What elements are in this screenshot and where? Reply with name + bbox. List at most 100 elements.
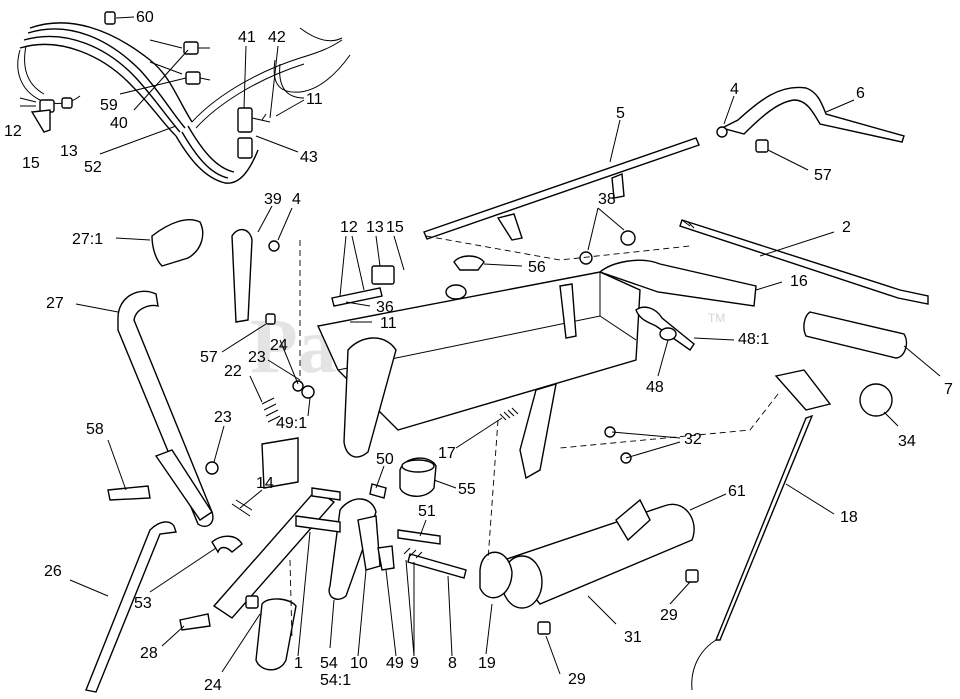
callout-15-mid: 15 [386, 219, 404, 236]
nut-24-icon [245, 595, 259, 609]
callout-labels: 60 41 42 11 43 12 59 40 15 13 52 5 4 6 5… [4, 9, 953, 694]
callout-49: 49 [386, 655, 404, 672]
leader-lines [69, 16, 941, 675]
plate-49-1 [261, 437, 299, 489]
callout-1: 1 [294, 655, 303, 672]
callout-14: 14 [256, 475, 274, 492]
callout-36: 36 [376, 299, 394, 316]
callout-4-mid: 4 [292, 191, 301, 208]
connector-43-icon [237, 137, 253, 159]
bracket-15-icon [30, 109, 51, 133]
callout-59: 59 [100, 97, 118, 114]
callout-57-left: 57 [200, 349, 218, 366]
bracket-39 [231, 229, 253, 323]
callout-13-mid: 13 [366, 219, 384, 236]
knob-34-icon [859, 383, 893, 417]
frame-upright-left [343, 337, 397, 458]
callout-51: 51 [418, 503, 436, 520]
callout-54: 54 [320, 655, 338, 672]
rod-18 [714, 414, 814, 641]
knob-38-icon [620, 230, 636, 246]
callout-60: 60 [136, 9, 154, 26]
bolt-29b-icon [537, 621, 551, 635]
washer-23-icon [205, 461, 219, 475]
callout-19: 19 [478, 655, 496, 672]
callout-31: 31 [624, 629, 642, 646]
callout-40: 40 [110, 115, 128, 132]
callout-23-upper: 23 [248, 349, 266, 366]
callout-15: 15 [22, 155, 40, 172]
callout-24-bottom: 24 [204, 677, 222, 694]
callout-27-1: 27:1 [72, 231, 103, 248]
callout-4-top: 4 [730, 81, 739, 98]
bolt-29a-icon [685, 569, 699, 583]
callout-49-1: 49:1 [276, 415, 307, 432]
lever-27 [117, 290, 214, 528]
callout-42: 42 [268, 29, 286, 46]
spacer-9-icon [403, 547, 423, 559]
callout-56: 56 [528, 259, 546, 276]
callout-12-mid: 12 [340, 219, 358, 236]
switch-13-icon [371, 265, 395, 285]
nut-49-1-icon [301, 385, 315, 399]
callout-18: 18 [840, 509, 858, 526]
grommet-icon [445, 284, 467, 300]
callout-48-1: 48:1 [738, 331, 769, 348]
frame-leg-right [519, 382, 557, 480]
callout-39: 39 [264, 191, 282, 208]
pin-1-icon [295, 515, 341, 533]
bolt-8-icon [407, 553, 467, 579]
switch-connectors [19, 11, 271, 159]
control-handle-6 [716, 86, 905, 153]
callout-9: 9 [410, 655, 419, 672]
callout-13: 13 [60, 143, 78, 160]
clamp-19 [479, 551, 513, 599]
grip-24 [255, 598, 297, 671]
bolt-51-icon [397, 529, 441, 545]
callout-48: 48 [646, 379, 664, 396]
callout-12: 12 [4, 123, 22, 140]
connector-12-icon [61, 97, 73, 109]
control-rod-5 [423, 137, 700, 241]
wiring-harness-52 [17, 22, 351, 184]
tube-16 [598, 259, 757, 307]
pin-50b-icon [369, 483, 387, 499]
clamp-61 [615, 498, 651, 542]
nut-4-icon [716, 126, 728, 138]
callout-55: 55 [458, 481, 476, 498]
callout-57-top: 57 [814, 167, 832, 184]
grip-27-1 [151, 218, 204, 267]
pin-14-icon [231, 499, 253, 517]
callout-26: 26 [44, 563, 62, 580]
watermark-trademark: TM [708, 311, 725, 325]
callout-17: 17 [438, 445, 456, 462]
callout-34: 34 [898, 433, 916, 450]
callout-43: 43 [300, 149, 318, 166]
callout-29-right: 29 [660, 607, 678, 624]
callout-10: 10 [350, 655, 368, 672]
callout-8: 8 [448, 655, 457, 672]
bushing-48-1-icon [659, 327, 677, 341]
callout-41: 41 [238, 29, 256, 46]
callout-32: 32 [684, 431, 702, 448]
lever-27-plate [154, 449, 213, 521]
callout-5: 5 [616, 105, 625, 122]
callout-27: 27 [46, 295, 64, 312]
pin-50a-icon [311, 487, 341, 501]
cap-57b-icon [265, 313, 276, 325]
connector-60-icon [104, 11, 116, 25]
spring-17-icon [499, 407, 519, 421]
cap-56-icon [453, 255, 485, 271]
callout-16: 16 [790, 273, 808, 290]
callout-11-mid: 11 [380, 315, 397, 332]
bolt-12-icon [331, 287, 383, 307]
callout-50: 50 [376, 451, 394, 468]
spring-22-icon [261, 397, 281, 423]
callout-7: 7 [944, 381, 953, 398]
knob-55-top [401, 459, 435, 473]
bracket-18 [774, 369, 832, 411]
callout-22: 22 [224, 363, 242, 380]
callout-24-upper: 24 [270, 337, 288, 354]
